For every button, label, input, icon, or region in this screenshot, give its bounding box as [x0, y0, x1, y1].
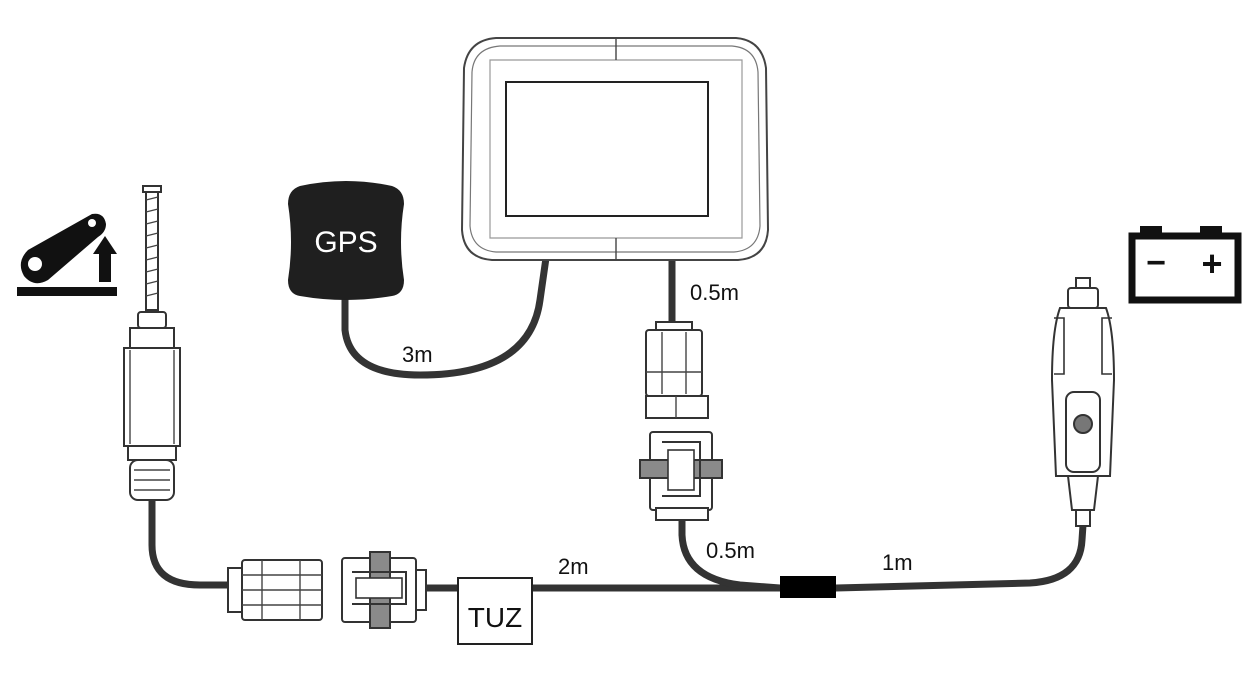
- label-gps-cable: 3m: [402, 342, 433, 367]
- gps-antenna: GPS: [288, 181, 404, 300]
- label-power-cable: 1m: [882, 550, 913, 575]
- inline-connector-female: [341, 551, 427, 629]
- battery-plus: +: [1201, 243, 1222, 284]
- cables: [148, 254, 1087, 592]
- tuz-label: TUZ: [468, 602, 522, 633]
- label-display-cable: 0.5m: [690, 280, 739, 305]
- battery-minus: −: [1146, 244, 1166, 282]
- display-connector-female: [639, 431, 723, 521]
- cable-junction: [780, 576, 836, 598]
- battery-icon: − +: [1128, 226, 1242, 304]
- limit-switch: [123, 185, 181, 501]
- display-connector-male: [645, 321, 709, 419]
- label-connector-cable: 0.5m: [706, 538, 755, 563]
- display-terminal: [460, 37, 770, 261]
- tuz-box: TUZ: [457, 577, 533, 645]
- lever-limit-icon: [17, 213, 117, 296]
- gps-label: GPS: [314, 226, 377, 259]
- gps-cable: [341, 254, 550, 379]
- connector-cable: [678, 516, 784, 592]
- label-main-cable: 2m: [558, 554, 589, 579]
- power-cable: [832, 521, 1087, 592]
- cigarette-lighter-plug: [1050, 277, 1116, 527]
- inline-connector-male: [227, 559, 323, 621]
- switch-cable: [148, 496, 236, 589]
